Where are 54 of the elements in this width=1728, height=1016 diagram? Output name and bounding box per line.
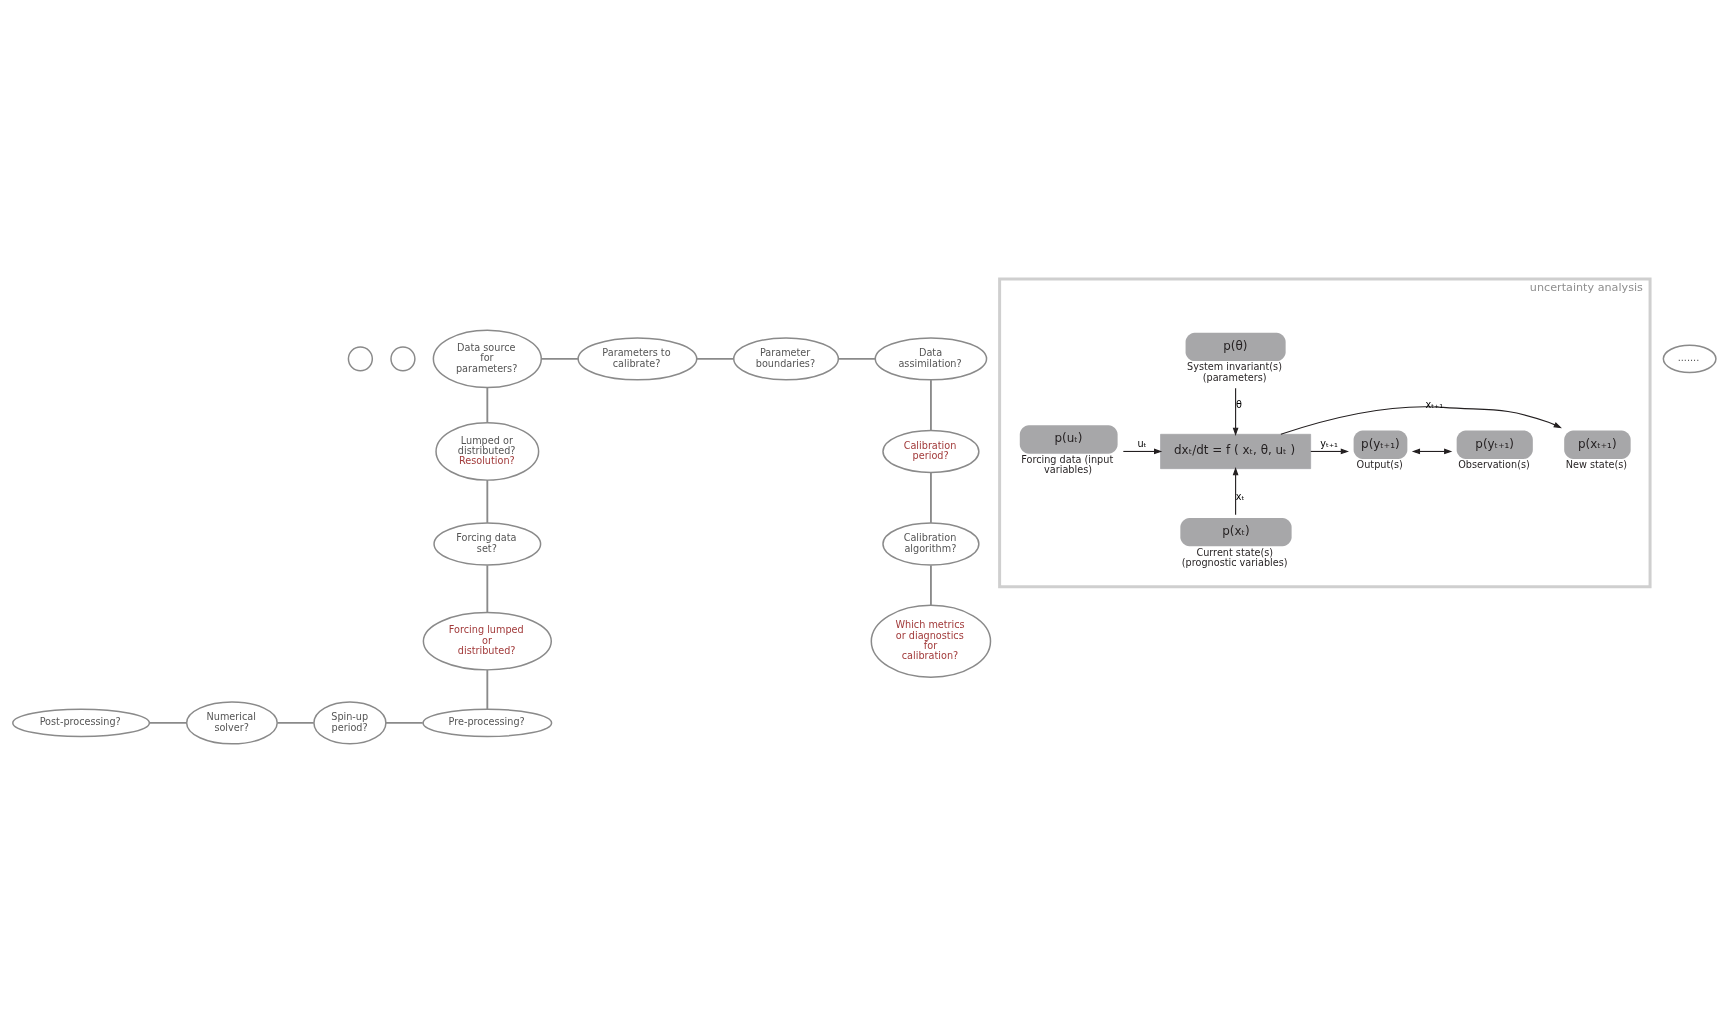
node-label: System invariant(s) (parameters) <box>1186 360 1282 383</box>
node-ellipse: Calibration period? <box>881 429 980 473</box>
connector <box>929 378 932 431</box>
node-ellipse: Lumped or distributed? Resolution? <box>434 421 539 481</box>
node-label: Current state(s) (prognostic variables) <box>1181 546 1288 568</box>
node-box: p(xₜ₊₁) <box>1563 430 1631 459</box>
node-ellipse: Data source for parameters? <box>432 328 542 388</box>
node-box: p(yₜ₊₁) <box>1353 430 1407 459</box>
node-box: p(uₜ) <box>1019 424 1118 454</box>
connector <box>929 471 932 524</box>
node-ellipse: Forcing lumped or distributed? <box>422 611 552 671</box>
connector <box>929 563 932 606</box>
node-box: p(θ) <box>1185 332 1286 361</box>
node-ellipse: Forcing data set? <box>432 521 541 566</box>
node-label: Forcing data (input variables) <box>1020 453 1113 475</box>
node-ellipse: Parameter boundaries? <box>732 336 839 381</box>
node-ellipse: Which metrics or diagnostics for calibration? <box>870 604 991 678</box>
arrow <box>1309 448 1349 454</box>
node-ellipse: Spin-up period? <box>312 700 387 745</box>
arrow <box>1232 387 1238 436</box>
node-ellipse: Parameters to calibrate? <box>576 336 697 381</box>
node-box: dxₜ/dt = f ( xₜ, θ, uₜ ) <box>1159 433 1311 469</box>
arrow <box>1122 448 1162 454</box>
node-ellipse: Numerical solver? <box>185 700 278 745</box>
node-ellipse: Pre-processing? <box>421 708 552 737</box>
node-ellipse: Data assimilation? <box>874 336 987 381</box>
node-box: p(xₜ) <box>1179 517 1292 546</box>
node-circle <box>389 345 416 372</box>
node-circle <box>347 345 373 372</box>
connector <box>695 357 735 360</box>
arrow <box>1232 466 1238 515</box>
node-ellipse: ....... <box>1662 343 1717 373</box>
edge-label: yₜ₊₁ <box>1319 437 1338 449</box>
edge-label: uₜ <box>1136 437 1146 449</box>
connector <box>384 721 424 724</box>
node-label: New state(s) <box>1565 458 1627 470</box>
node-box: p(yₜ₊₁) <box>1456 430 1533 459</box>
edge-label: xₜ₊₁ <box>1424 398 1443 410</box>
edge-label: xₜ <box>1235 490 1244 502</box>
node-label: Observation(s) <box>1457 458 1530 470</box>
node-ellipse: Post-processing? <box>11 708 150 737</box>
connector <box>539 357 579 360</box>
connector <box>485 668 488 710</box>
arrow <box>1411 448 1452 454</box>
arrow <box>1279 405 1562 435</box>
connector <box>485 386 488 424</box>
node-ellipse: Calibration algorithm? <box>881 521 980 566</box>
edge-label: θ <box>1235 398 1242 410</box>
connector <box>836 357 876 360</box>
connector <box>148 721 187 724</box>
node-label: Output(s) <box>1356 458 1403 470</box>
connector <box>485 478 488 524</box>
connector <box>485 563 488 613</box>
connector <box>276 721 315 724</box>
